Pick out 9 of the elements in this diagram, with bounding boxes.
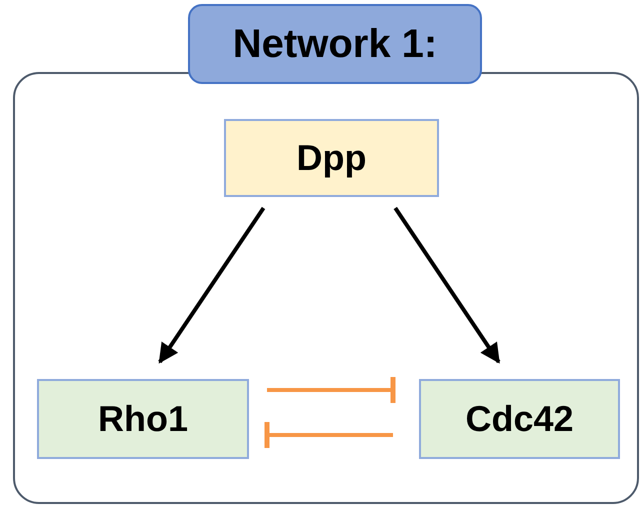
gene-label: Cdc42 [465, 397, 574, 441]
arrow [158, 206, 266, 364]
arrow [394, 206, 500, 364]
gene-label: Rho1 [98, 397, 188, 441]
gene-box [224, 119, 439, 197]
network-title: Network 1: [188, 4, 482, 84]
gene-box [419, 379, 620, 459]
gene-label: Dpp [296, 136, 366, 180]
gene-box [37, 379, 249, 459]
